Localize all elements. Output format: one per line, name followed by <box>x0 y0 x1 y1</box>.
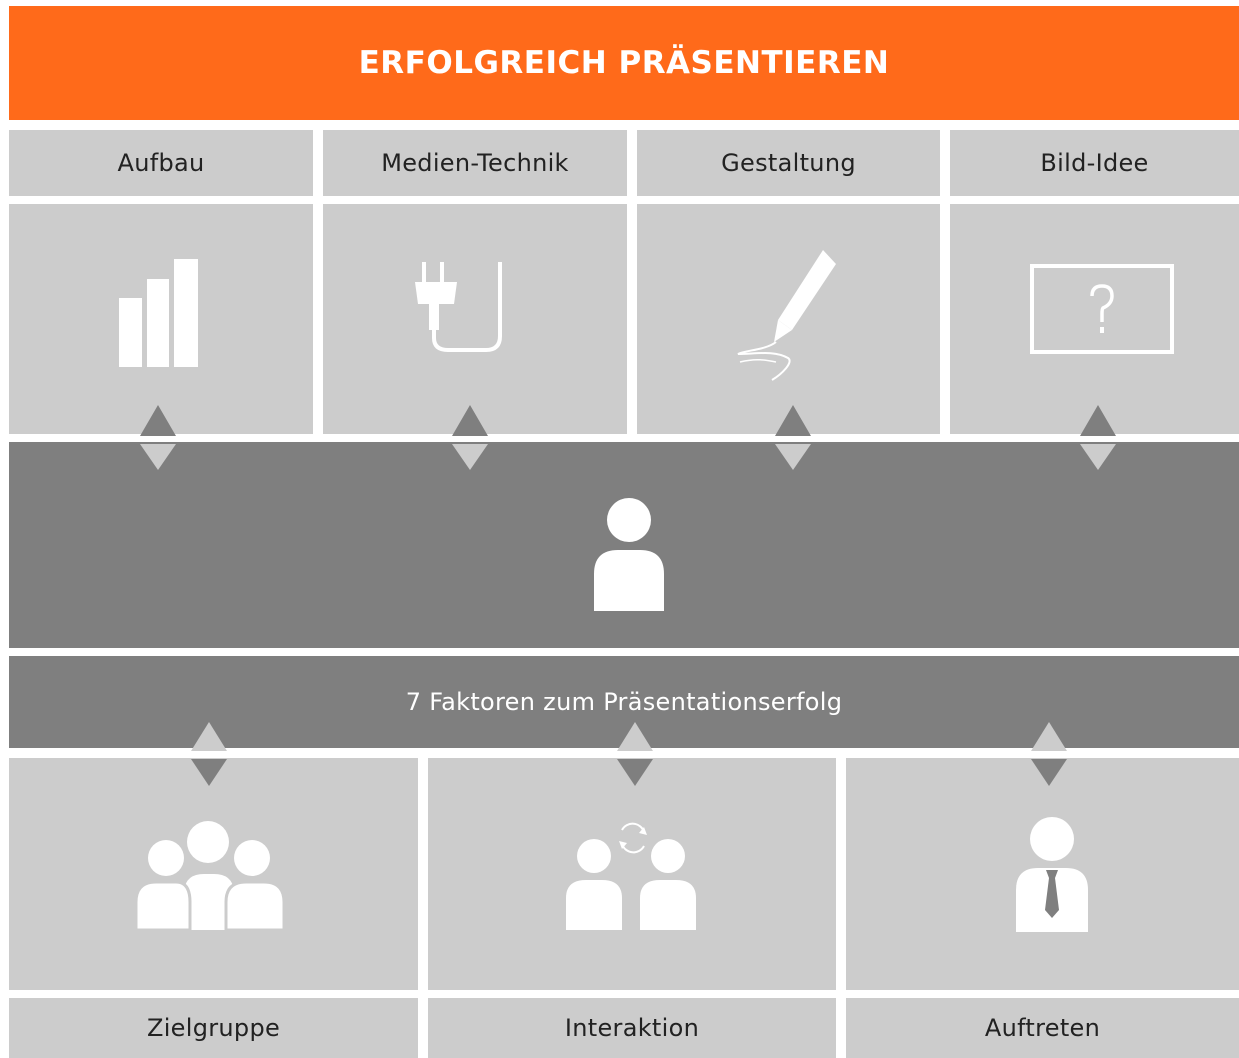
connector-arrow-gestaltung <box>775 405 811 470</box>
factor-label-auftreten: Auftreten <box>846 998 1239 1058</box>
question-frame-icon <box>1030 264 1174 354</box>
person-icon <box>594 498 664 611</box>
presenter-band <box>9 442 1239 648</box>
caption-text: 7 Faktoren zum Präsentationserfolg <box>405 688 843 716</box>
power-plug-icon <box>415 262 502 352</box>
factor-label-interaktion: Interaktion <box>428 998 836 1058</box>
pen-icon <box>737 250 836 381</box>
businessman-icon <box>1016 817 1088 932</box>
factor-label-text: Bild-Idee <box>1040 149 1149 177</box>
factor-label-medien-technik: Medien-Technik <box>323 130 627 196</box>
factor-label-bild-idee: Bild-Idee <box>950 130 1239 196</box>
factor-label-gestaltung: Gestaltung <box>637 130 940 196</box>
connector-arrow-bild-idee <box>1080 405 1116 470</box>
factor-label-zielgruppe: Zielgruppe <box>9 998 418 1058</box>
factor-label-text: Auftreten <box>984 1014 1101 1042</box>
factor-tile-interaktion <box>428 758 836 990</box>
factor-label-text: Medien-Technik <box>381 149 569 177</box>
interaction-icon <box>566 822 696 930</box>
connector-arrow-interaktion <box>617 722 653 786</box>
factor-label-text: Zielgruppe <box>146 1014 281 1042</box>
connector-arrow-zielgruppe <box>191 722 227 786</box>
factor-label-text: Gestaltung <box>721 149 856 177</box>
connector-arrow-medien-technik <box>452 405 488 470</box>
factor-tile-medien-technik <box>323 204 627 434</box>
page-title: ERFOLGREICH PRÄSENTIEREN <box>358 45 890 81</box>
factor-label-text: Interaktion <box>564 1014 700 1042</box>
header-banner: ERFOLGREICH PRÄSENTIEREN <box>9 6 1239 120</box>
connector-arrow-aufbau <box>140 405 176 470</box>
bar-chart-icon <box>119 259 198 367</box>
factor-tile-bild-idee <box>950 204 1239 434</box>
connector-arrow-auftreten <box>1031 722 1067 786</box>
group-icon <box>134 821 286 932</box>
factor-label-aufbau: Aufbau <box>9 130 313 196</box>
factor-label-text: Aufbau <box>117 149 205 177</box>
